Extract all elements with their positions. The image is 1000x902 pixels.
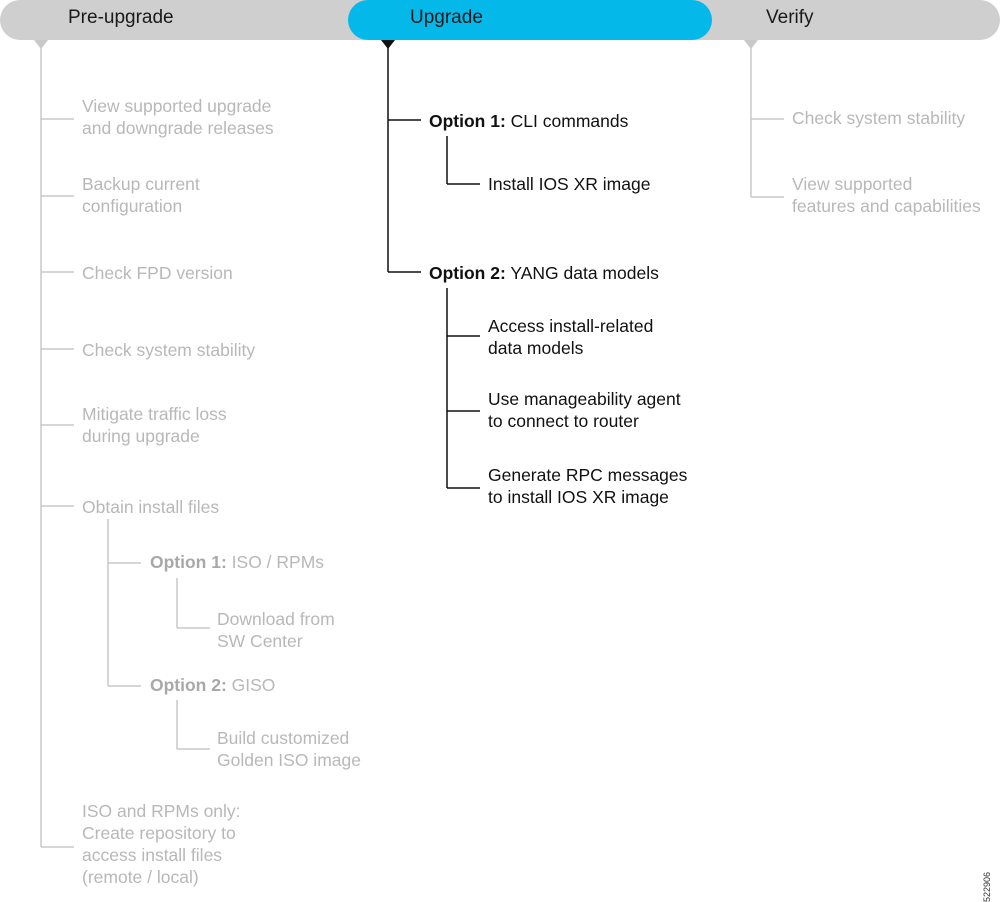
phase-bar: Pre-upgrade Upgrade Verify (0, 0, 1000, 40)
step-obtain-files-text: Obtain install files (82, 497, 220, 517)
step-option2-giso-prefix: Option 2: (150, 675, 227, 695)
step-check-fpd: Check FPD version (82, 262, 233, 284)
step-backup-line-2: configuration (82, 196, 183, 216)
verify-stability-text: Check system stability (792, 108, 966, 128)
step-obtain-files: Obtain install files (82, 496, 219, 518)
step-repo-line-4: (remote / local) (82, 867, 199, 887)
step-option1-iso-text: ISO / RPMs (226, 552, 325, 572)
upgrade-install-image-text: Install IOS XR image (488, 174, 651, 194)
step-mitigate-line-2: during upgrade (82, 426, 200, 446)
step-check-fpd-text: Check FPD version (82, 263, 233, 283)
step-view-releases-line-1: View supported upgrade (82, 96, 272, 116)
step-check-stability-pre: Check system stability (82, 339, 255, 361)
step-repo-line-3: access install files (82, 845, 223, 865)
upgrade-option2-text: YANG data models (505, 263, 659, 283)
upgrade-option1-cli: Option 1: CLI commands (429, 110, 628, 132)
step-build-giso: Build customized Golden ISO image (217, 727, 361, 771)
upgrade-access-models: Access install-related data models (488, 315, 653, 359)
step-check-stability-pre-text: Check system stability (82, 340, 256, 360)
step-repo-line-2: Create repository to (82, 823, 236, 843)
phase-upgrade-active: Upgrade (348, 0, 712, 40)
caret-verify (744, 40, 758, 49)
step-backup-line-1: Backup current (82, 174, 200, 194)
upgrade-manageability-agent: Use manageability agent to connect to ro… (488, 388, 681, 432)
upgrade-rpc-line-1: Generate RPC messages (488, 465, 688, 485)
phase-verify: Verify (766, 7, 814, 28)
step-create-repository: ISO and RPMs only: Create repository to … (82, 800, 241, 888)
upgrade-rpc-messages: Generate RPC messages to install IOS XR … (488, 464, 687, 508)
upgrade-option2-yang: Option 2: YANG data models (429, 262, 659, 284)
upgrade-access-line-1: Access install-related (488, 316, 654, 336)
caret-pre-upgrade (34, 40, 48, 49)
step-build-line-2: Golden ISO image (217, 750, 361, 770)
verify-view-features: View supported features and capabilities (792, 173, 981, 217)
upgrade-install-image: Install IOS XR image (488, 173, 650, 195)
phase-upgrade: Upgrade (410, 7, 483, 28)
upgrade-agent-line-2: to connect to router (488, 411, 639, 431)
step-option1-iso: Option 1: ISO / RPMs (150, 551, 324, 573)
step-build-line-1: Build customized (217, 728, 350, 748)
verify-features-line-2: features and capabilities (792, 196, 981, 216)
verify-check-stability: Check system stability (792, 107, 965, 129)
step-option2-giso: Option 2: GISO (150, 674, 275, 696)
upgrade-option1-text: CLI commands (505, 111, 629, 131)
step-download-line-2: SW Center (217, 631, 303, 651)
step-mitigate-traffic: Mitigate traffic loss during upgrade (82, 403, 227, 447)
step-view-releases-line-2: and downgrade releases (82, 118, 274, 138)
figure-id: 522906 (982, 872, 992, 902)
upgrade-option1-prefix: Option 1: (429, 111, 506, 131)
upgrade-rpc-line-2: to install IOS XR image (488, 487, 669, 507)
upgrade-access-line-2: data models (488, 338, 584, 358)
upgrade-agent-line-1: Use manageability agent (488, 389, 681, 409)
step-view-releases: View supported upgrade and downgrade rel… (82, 95, 274, 139)
step-download-line-1: Download from (217, 609, 335, 629)
phase-pre-upgrade: Pre-upgrade (68, 7, 174, 28)
step-mitigate-line-1: Mitigate traffic loss (82, 404, 227, 424)
step-repo-line-1: ISO and RPMs only: (82, 801, 241, 821)
step-download-sw: Download from SW Center (217, 608, 335, 652)
step-option1-iso-prefix: Option 1: (150, 552, 227, 572)
step-backup-config: Backup current configuration (82, 173, 200, 217)
caret-upgrade (381, 40, 395, 49)
upgrade-option2-prefix: Option 2: (429, 263, 506, 283)
step-option2-giso-text: GISO (226, 675, 276, 695)
verify-features-line-1: View supported (792, 174, 913, 194)
